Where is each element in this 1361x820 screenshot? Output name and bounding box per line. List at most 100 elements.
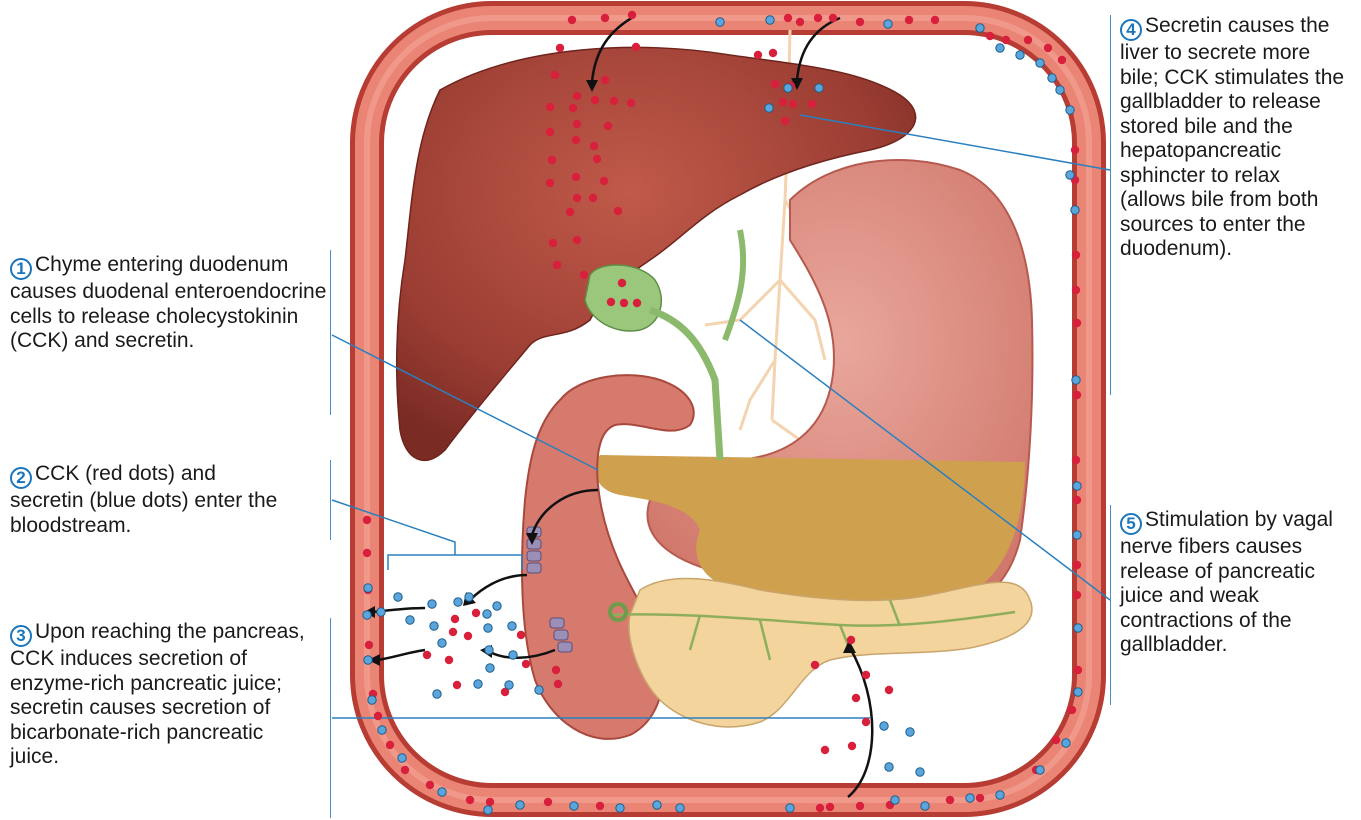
- cck-dot: [363, 549, 371, 557]
- cck-dot: [852, 694, 860, 702]
- cck-dot: [569, 104, 577, 112]
- secretin-dot: [1056, 86, 1064, 94]
- cck-dot: [784, 14, 792, 22]
- cck-dot: [946, 796, 954, 804]
- cck-dot: [572, 136, 580, 144]
- cck-dot: [551, 71, 559, 79]
- secretin-dot: [1071, 206, 1079, 214]
- cck-dot: [847, 636, 855, 644]
- secretin-dot: [676, 804, 684, 812]
- cck-dot: [600, 177, 608, 185]
- secretin-dot: [493, 602, 501, 610]
- cck-dot: [464, 632, 472, 640]
- cck-dot: [596, 802, 604, 810]
- secretin-dot: [364, 584, 372, 592]
- cck-dot: [363, 516, 371, 524]
- cck-dot: [590, 142, 598, 150]
- step-1-text: Chyme entering duodenum causes duodenal …: [10, 253, 326, 352]
- cck-dot: [604, 122, 612, 130]
- cck-dot: [1058, 56, 1066, 64]
- cck-dot: [614, 207, 622, 215]
- cck-dot: [553, 261, 561, 269]
- cck-dot: [931, 16, 939, 24]
- cck-dot: [426, 781, 434, 789]
- step-4-number: 4: [1120, 19, 1142, 41]
- cck-dot: [591, 96, 599, 104]
- secretin-dot: [1074, 688, 1082, 696]
- cck-dot: [573, 92, 581, 100]
- cck-dot: [386, 741, 394, 749]
- cck-dot: [620, 299, 628, 307]
- secretin-dot: [884, 20, 892, 28]
- secretin-dot: [428, 600, 436, 608]
- cck-dot: [821, 746, 829, 754]
- secretin-dot: [1016, 51, 1024, 59]
- cck-dot: [814, 14, 822, 22]
- secretin-dot: [921, 802, 929, 810]
- secretin-dot: [484, 806, 492, 814]
- cck-dot: [1072, 251, 1080, 259]
- cck-dot: [829, 14, 837, 22]
- cck-dot: [453, 681, 461, 689]
- cck-dot: [589, 194, 597, 202]
- cck-dot: [401, 766, 409, 774]
- secretin-dot: [570, 802, 578, 810]
- cck-dot: [601, 14, 609, 22]
- cck-dot: [1002, 36, 1010, 44]
- step-5-text: Stimulation by vagal nerve fibers causes…: [1120, 508, 1333, 656]
- cck-dot: [517, 631, 525, 639]
- secretin-dot: [906, 728, 914, 736]
- cck-dot: [522, 660, 530, 668]
- cck-dot: [816, 804, 824, 812]
- secretin-dot: [966, 794, 974, 802]
- secretin-dot: [368, 696, 376, 704]
- cck-dot: [451, 615, 459, 623]
- step-3-number: 3: [10, 625, 32, 647]
- cck-dot: [1052, 736, 1060, 744]
- secretin-dot: [653, 801, 661, 809]
- cck-dot: [754, 51, 762, 59]
- cck-dot: [1073, 391, 1081, 399]
- secretin-dot: [916, 768, 924, 776]
- secretin-dot: [1062, 739, 1070, 747]
- step-2-text: CCK (red dots) and secretin (blue dots) …: [10, 462, 277, 537]
- cck-dot: [607, 298, 615, 306]
- cck-dot: [573, 236, 581, 244]
- secretin-dot: [485, 646, 493, 654]
- step-4-text: Secretin causes the liver to secrete mor…: [1120, 14, 1344, 260]
- cck-dot: [618, 279, 626, 287]
- cck-dot: [1073, 496, 1081, 504]
- secretin-dot: [438, 788, 446, 796]
- secretin-dot: [716, 18, 724, 26]
- secretin-dot: [509, 651, 517, 659]
- cck-dot: [1044, 44, 1052, 52]
- secretin-dot: [535, 686, 543, 694]
- cck-dot: [486, 798, 494, 806]
- cck-dot: [580, 271, 588, 279]
- cck-dot: [848, 742, 856, 750]
- cck-dot: [466, 796, 474, 804]
- cck-dot: [1073, 319, 1081, 327]
- step-2-number: 2: [10, 467, 32, 489]
- cck-dot: [546, 103, 554, 111]
- secretin-dot: [1072, 376, 1080, 384]
- cck-dot: [862, 718, 870, 726]
- secretin-dot: [465, 593, 473, 601]
- cck-dot: [632, 43, 640, 51]
- cck-dot: [546, 179, 554, 187]
- cck-dot: [423, 651, 431, 659]
- pancreas: [629, 578, 1032, 726]
- cck-dot: [544, 798, 552, 806]
- secretin-dot: [433, 690, 441, 698]
- cck-dot: [1024, 36, 1032, 44]
- leader-bar-3: [330, 618, 331, 818]
- cck-dot: [546, 128, 554, 136]
- cck-dot: [771, 80, 779, 88]
- cck-dot: [566, 208, 574, 216]
- leader-bar-4: [1110, 15, 1111, 395]
- cck-dot: [811, 661, 819, 669]
- secretin-dot: [398, 754, 406, 762]
- secretin-dot: [786, 804, 794, 812]
